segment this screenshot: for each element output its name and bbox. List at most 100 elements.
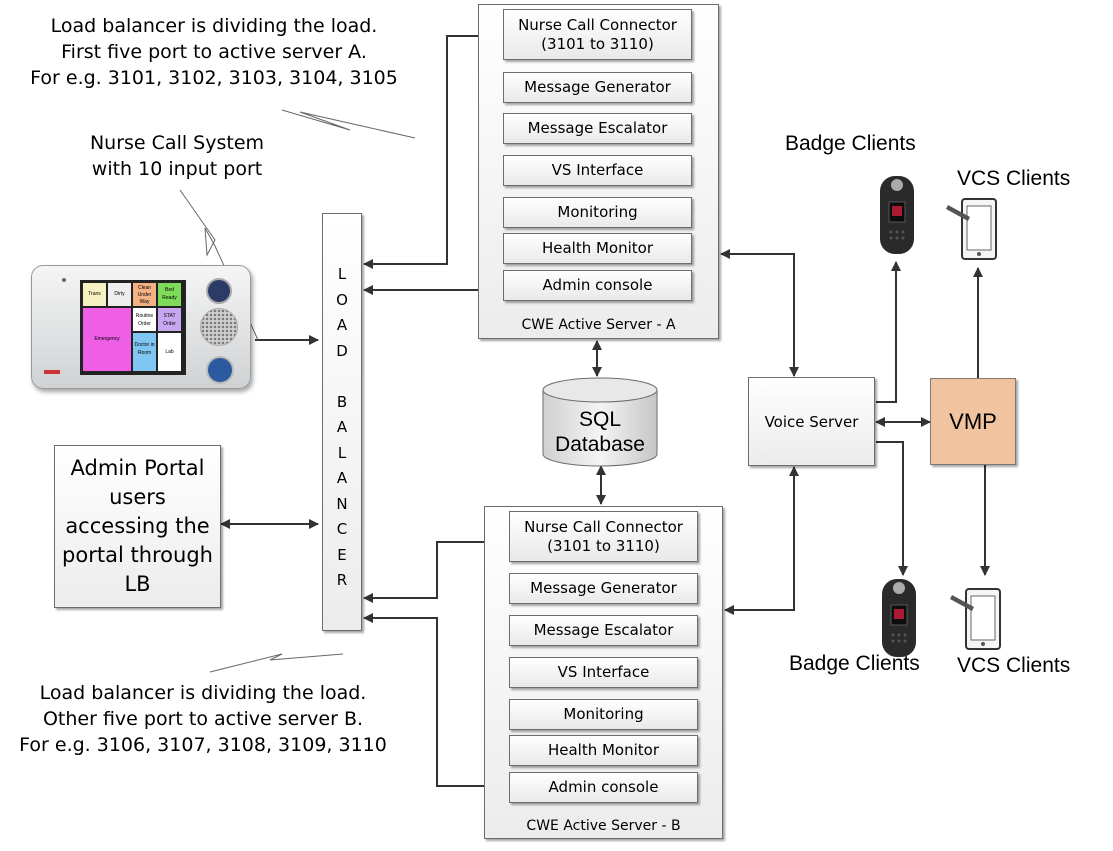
vs-interface-b: VS Interface <box>509 657 698 688</box>
arrow-server-b-to-voice-server <box>724 466 799 615</box>
panel-tile-label: Lab <box>165 349 174 355</box>
message-generator-a: Message Generator <box>503 72 692 103</box>
badge-clients-top-label: Badge Clients <box>785 132 916 155</box>
voice-server-label: Voice Server <box>764 412 859 431</box>
speaker-grille-icon <box>200 308 238 346</box>
module-label: Health Monitor <box>547 741 660 759</box>
note-top: Load balancer is dividing the load. Firs… <box>24 13 404 91</box>
module-label: Monitoring <box>563 705 644 723</box>
panel-tile: Doctor in Room <box>133 333 156 371</box>
monitoring-a: Monitoring <box>503 197 692 228</box>
panel-tile: Lab <box>158 333 181 371</box>
module-label: Nurse Call Connector (3101 to 3110) <box>518 15 677 53</box>
vs-interface-a: VS Interface <box>503 155 692 186</box>
nurse-call-device: Trans Dirty Clean Under Way Bed Ready Em… <box>31 265 251 389</box>
tablet-device-icon <box>946 198 997 260</box>
module-label: Message Escalator <box>533 621 674 639</box>
admin-portal-line: portal through <box>62 543 213 567</box>
panel-tile: Bed Ready <box>158 283 181 306</box>
module-label: Message Generator <box>530 579 677 597</box>
module-label: Monitoring <box>557 203 638 221</box>
arrow-lb-to-nurse-connector-b <box>363 537 507 603</box>
arrow-voice-server-to-badge-bottom <box>876 441 908 576</box>
panel-tile-label: Routine Order <box>135 313 154 327</box>
nurse-panel-screen: Trans Dirty Clean Under Way Bed Ready Em… <box>80 280 186 375</box>
nurse-call-connector-a: Nurse Call Connector (3101 to 3110) <box>503 9 692 60</box>
monitoring-b: Monitoring <box>509 699 698 730</box>
load-balancer: L O A D B A L A N C E R <box>322 213 362 631</box>
panel-tile: Trans <box>83 283 106 306</box>
call-button-icon <box>206 356 234 384</box>
module-label: Message Generator <box>524 78 671 96</box>
admin-portal-line: LB <box>124 572 151 596</box>
lb-letter: D <box>336 341 348 360</box>
callout-bottom-leader <box>209 653 344 673</box>
sql-database-label: SQL Database <box>540 407 660 457</box>
panel-tile-label: STAT Order <box>163 313 176 327</box>
arrow-lb-to-nurse-connector-a <box>363 31 501 269</box>
health-monitor-a: Health Monitor <box>503 233 692 264</box>
note-bottom-line-3: For e.g. 3106, 3107, 3108, 3109, 3110 <box>19 734 387 756</box>
note-bottom-line-1: Load balancer is dividing the load. <box>39 682 367 704</box>
callout-nurse-leader <box>179 189 259 341</box>
panel-tile: Clean Under Way <box>133 283 156 306</box>
vmp-box: VMP <box>930 378 1016 465</box>
panel-tile-label: Doctor in Room <box>134 342 155 356</box>
lb-letter: C <box>336 520 348 538</box>
server-a-title: CWE Active Server - A <box>521 317 676 333</box>
admin-portal-box: Admin Portal users accessing the portal … <box>54 445 221 608</box>
message-generator-b: Message Generator <box>509 573 698 604</box>
server-b-title: CWE Active Server - B <box>526 818 681 834</box>
panel-tile-label: Bed Ready <box>162 287 177 301</box>
arrow-voice-server-to-badge-top <box>876 261 901 403</box>
note-top-line-2: First five port to active server A. <box>61 41 367 63</box>
lb-letter: A <box>336 418 348 436</box>
panel-tile-label: Emergency <box>94 336 120 342</box>
voice-server-box: Voice Server <box>748 377 875 466</box>
admin-portal-line: users <box>109 485 166 509</box>
note-top-line-1: Load balancer is dividing the load. <box>50 15 378 37</box>
module-label: VS Interface <box>551 161 644 179</box>
top-button-icon <box>206 278 232 304</box>
lb-letter: N <box>336 494 348 513</box>
panel-tile: Dirty <box>108 283 131 306</box>
module-label: Nurse Call Connector (3101 to 3110) <box>524 517 683 555</box>
admin-console-b: Admin console <box>509 772 698 803</box>
indicator-led-icon <box>62 278 66 282</box>
module-label: Message Escalator <box>527 119 668 137</box>
badge-clients-bottom-label: Badge Clients <box>789 652 920 675</box>
tablet-device-icon <box>950 588 1001 650</box>
arrow-server-a-to-voice-server <box>720 249 799 377</box>
panel-tile-label: Dirty <box>114 291 125 297</box>
database-line: SQL <box>578 408 622 431</box>
panel-tile: STAT Order <box>158 308 181 331</box>
admin-console-a: Admin console <box>503 270 692 301</box>
badge-device-icon <box>882 579 916 657</box>
message-escalator-a: Message Escalator <box>503 113 692 144</box>
note-bottom: Load balancer is dividing the load. Othe… <box>14 680 392 758</box>
lb-letter: A <box>336 469 348 487</box>
lb-letter: B <box>336 392 348 411</box>
health-monitor-b: Health Monitor <box>509 735 698 766</box>
module-label: Health Monitor <box>541 239 654 257</box>
sql-database-icon <box>542 377 658 467</box>
vcs-clients-bottom-label: VCS Clients <box>957 654 1071 677</box>
panel-tile-label: Trans <box>88 291 101 297</box>
message-escalator-b: Message Escalator <box>509 615 698 646</box>
note-nurse-line-1: Nurse Call System <box>89 132 265 154</box>
note-top-line-3: For e.g. 3101, 3102, 3103, 3104, 3105 <box>30 67 398 89</box>
lb-letter: E <box>337 545 347 564</box>
admin-portal-line: Admin Portal <box>70 456 205 480</box>
module-label: Admin console <box>548 778 659 796</box>
lb-letter: L <box>337 265 347 283</box>
note-bottom-line-2: Other five port to active server B. <box>42 708 364 730</box>
vmp-label: VMP <box>949 408 997 434</box>
note-nurse-line-2: with 10 input port <box>91 158 263 180</box>
callout-top-leader <box>281 109 416 139</box>
module-label: VS Interface <box>557 663 650 681</box>
badge-device-icon <box>880 176 914 254</box>
panel-tile: Routine Order <box>133 308 156 331</box>
lb-letter: A <box>336 316 348 334</box>
note-nurse-call: Nurse Call System with 10 input port <box>62 130 292 182</box>
